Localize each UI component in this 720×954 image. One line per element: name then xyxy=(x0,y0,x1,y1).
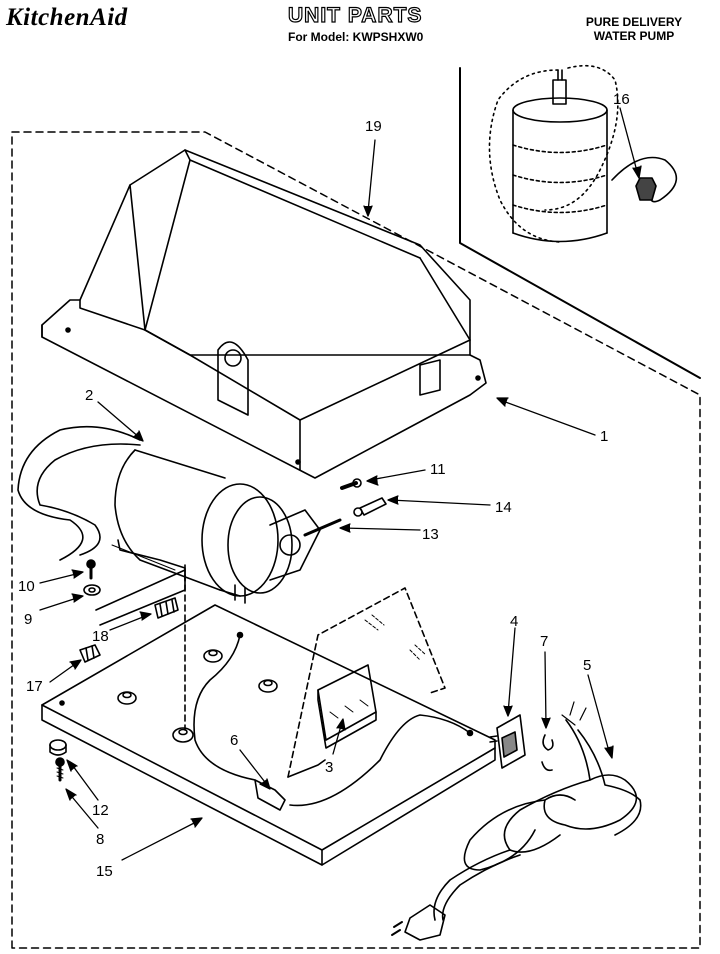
screws-11-14 xyxy=(340,478,387,517)
callout-2: 2 xyxy=(85,387,93,404)
switch-part-4 xyxy=(489,714,526,769)
callout-17: 17 xyxy=(26,678,43,695)
callout-15: 15 xyxy=(96,863,113,880)
callout-labels: 19 16 1 2 11 14 13 10 9 18 17 4 7 5 6 3 … xyxy=(18,91,630,880)
pump-label-line1: PURE DELIVERY xyxy=(585,15,683,29)
callout-leaders xyxy=(39,107,642,861)
small-hardware xyxy=(79,559,186,731)
assembly-boundary xyxy=(11,131,701,949)
callout-10: 10 xyxy=(18,578,35,595)
water-pump-part-16 xyxy=(488,64,678,243)
power-cord-part-5 xyxy=(391,701,642,941)
wire-harness-part-6 xyxy=(193,634,471,811)
cover-housing-part-19 xyxy=(41,149,487,479)
callout-13: 13 xyxy=(422,526,439,543)
callout-9: 9 xyxy=(24,611,32,628)
callout-11: 11 xyxy=(430,461,446,478)
callout-3: 3 xyxy=(325,759,333,776)
callout-14: 14 xyxy=(495,499,512,516)
callout-1: 1 xyxy=(600,428,608,445)
callout-8: 8 xyxy=(96,831,104,848)
foot-and-screw xyxy=(49,739,67,782)
motor-wires xyxy=(17,425,141,561)
page-title: UNIT PARTS xyxy=(287,3,423,27)
pump-label-line2: WATER PUMP xyxy=(593,29,675,43)
motor-part-2 xyxy=(111,449,342,604)
callout-12: 12 xyxy=(92,802,109,819)
clip-part-7 xyxy=(541,734,554,772)
control-board-part-3 xyxy=(287,587,446,778)
callout-18: 18 xyxy=(92,628,109,645)
callout-19: 19 xyxy=(365,118,382,135)
base-plate-part-15 xyxy=(41,604,496,866)
callout-6: 6 xyxy=(230,732,238,749)
callout-16: 16 xyxy=(613,91,630,108)
pump-inset-frame xyxy=(459,67,701,379)
callout-7: 7 xyxy=(540,633,548,650)
brand-logo: KitchenAid xyxy=(6,4,128,31)
model-subtitle: For Model: KWPSHXW0 xyxy=(288,30,424,44)
callout-5: 5 xyxy=(583,657,591,674)
callout-4: 4 xyxy=(510,613,518,630)
